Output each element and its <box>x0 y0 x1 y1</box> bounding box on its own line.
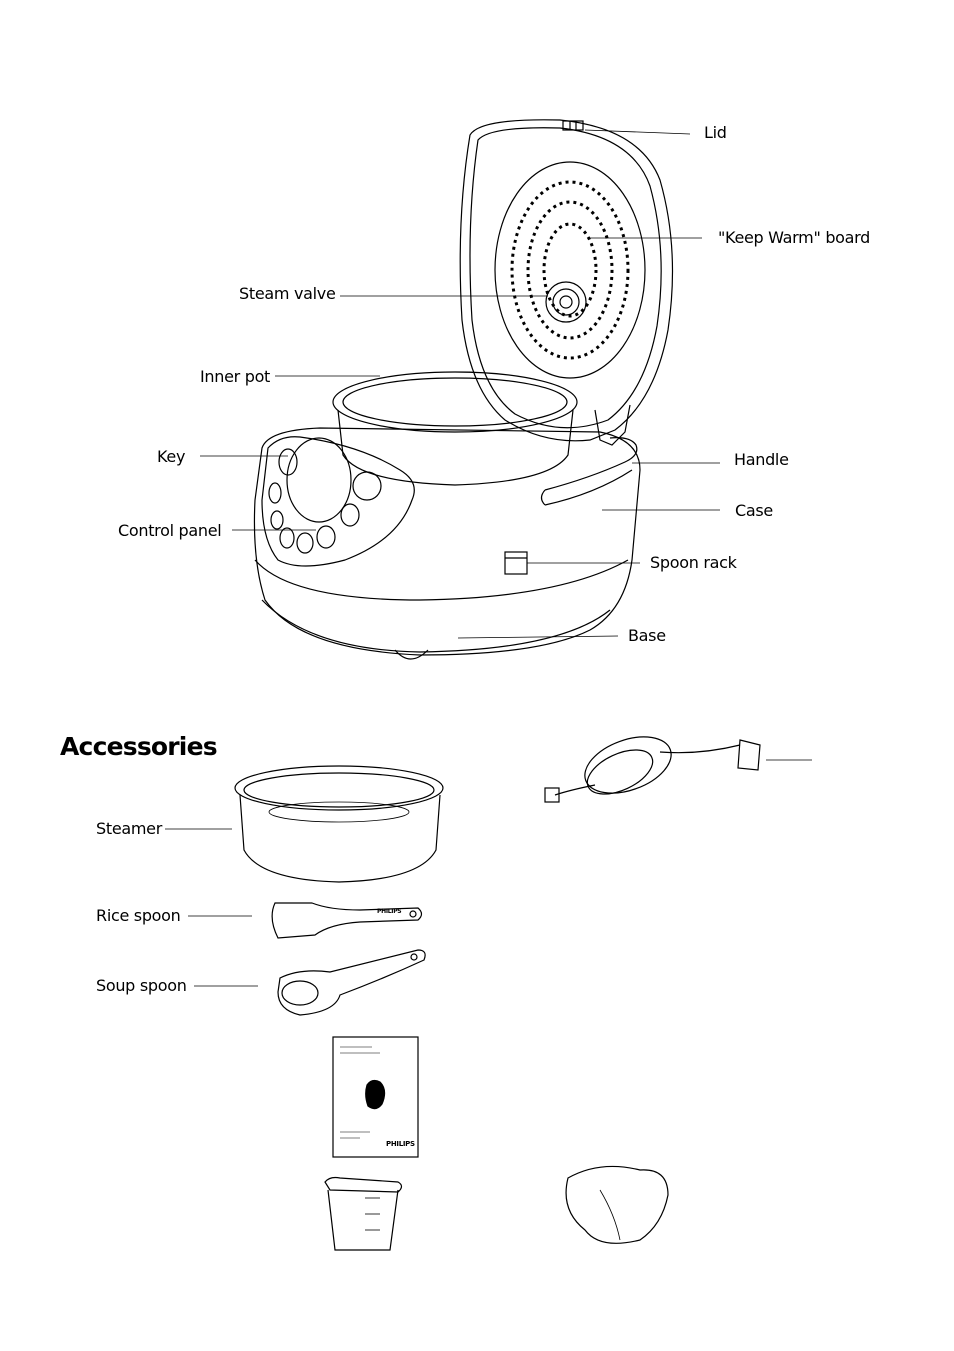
label-base: Base <box>628 626 666 645</box>
label-rice-spoon: Rice spoon <box>96 906 181 925</box>
leader-lines <box>200 130 720 638</box>
power-cord-drawing <box>545 726 760 804</box>
soup-spoon-drawing <box>278 950 425 1015</box>
label-steamer: Steamer <box>96 819 162 838</box>
label-keep-warm-board: "Keep Warm" board <box>718 228 870 247</box>
label-inner-pot: Inner pot <box>200 367 270 386</box>
steamer-drawing <box>235 766 443 882</box>
manual-brand: PHILIPS <box>386 1140 415 1148</box>
case-drawing <box>254 428 640 659</box>
hinge-drawing <box>595 405 630 445</box>
label-soup-spoon: Soup spoon <box>96 976 187 995</box>
label-key: Key <box>157 447 185 466</box>
accessories-heading: Accessories <box>60 732 217 761</box>
label-case: Case <box>735 501 773 520</box>
rice-spoon-brand: PHILIPS <box>377 908 401 915</box>
keep-warm-board-drawing <box>495 162 645 378</box>
label-spoon-rack: Spoon rack <box>650 553 737 572</box>
label-control-panel: Control panel <box>118 521 221 540</box>
label-lid: Lid <box>704 123 727 142</box>
lid-drawing <box>460 120 672 441</box>
spoon-rack-drawing <box>505 552 527 574</box>
label-handle: Handle <box>734 450 789 469</box>
steam-valve-drawing <box>546 282 586 322</box>
label-steam-valve: Steam valve <box>239 284 335 303</box>
measuring-cup-drawing <box>325 1178 402 1251</box>
handle-drawing <box>542 438 637 505</box>
glove-drawing <box>566 1166 668 1243</box>
manual-drawing <box>333 1037 418 1157</box>
